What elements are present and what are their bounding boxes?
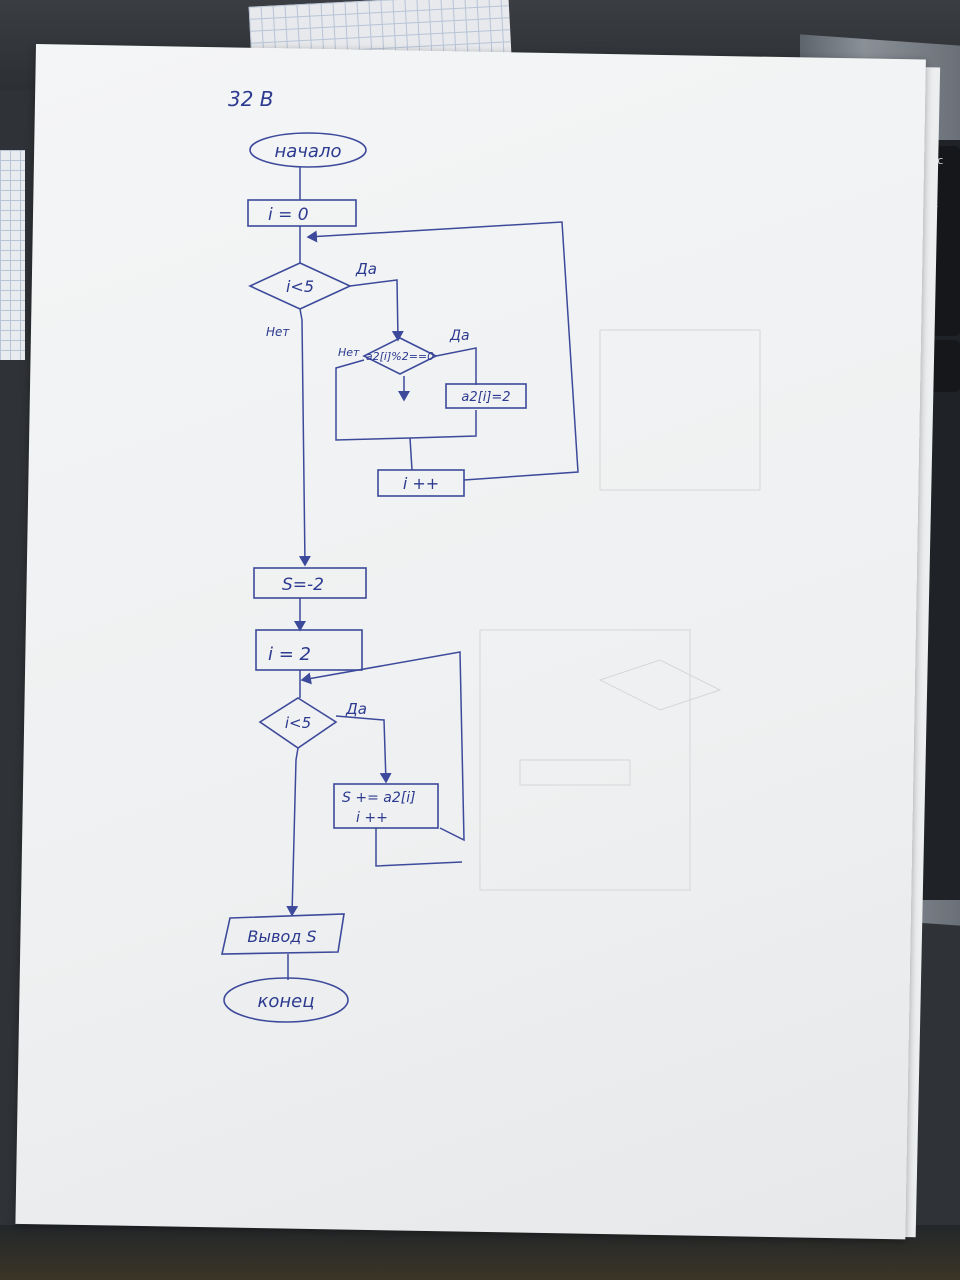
check-yes-label: Да [449,328,470,344]
init-s-label: S=-2 [282,575,324,595]
loop2-yes-label: Да [345,700,367,718]
init-s-block: S=-2 [253,567,367,599]
grid-paper-left [0,150,25,360]
check-no-label: Нет [338,346,360,359]
output-block: Вывод S [220,913,345,955]
loop1-cond-label: i<5 [286,277,314,296]
assign-block: a2[i]=2 [445,383,527,409]
end-terminal: конец [223,977,349,1023]
output-label: Вывод S [247,927,316,946]
end-label: конец [258,991,315,1012]
init-i2-label: i = 2 [268,644,311,665]
start-label: начало [275,141,342,162]
sum-line1: S += a2[i] [342,790,416,806]
sum-block: S += a2[i] i ++ [333,783,439,829]
check-cond-label: a2[i]%2==0 [366,350,434,363]
loop2-cond-label: i<5 [285,714,311,732]
loop2-decision: i<5 [258,697,338,749]
init-i-label: i = 0 [268,205,309,225]
sum-line2: i ++ [356,810,388,826]
inc-i-label: i ++ [403,474,439,493]
loop1-no-label: Нет [266,325,290,339]
show-through-marks [479,329,761,891]
loop1-decision: i<5 [248,262,352,310]
page-label: 32 B [228,87,274,111]
start-terminal: начало [249,132,367,168]
loop1-yes-label: Да [355,260,377,278]
assign-label: a2[i]=2 [461,390,510,405]
inc-i-block: i ++ [377,469,465,497]
init-i-block: i = 0 [247,199,357,227]
check-decision: a2[i]%2==0 [362,337,438,375]
init-i2-block: i = 2 [255,629,363,671]
